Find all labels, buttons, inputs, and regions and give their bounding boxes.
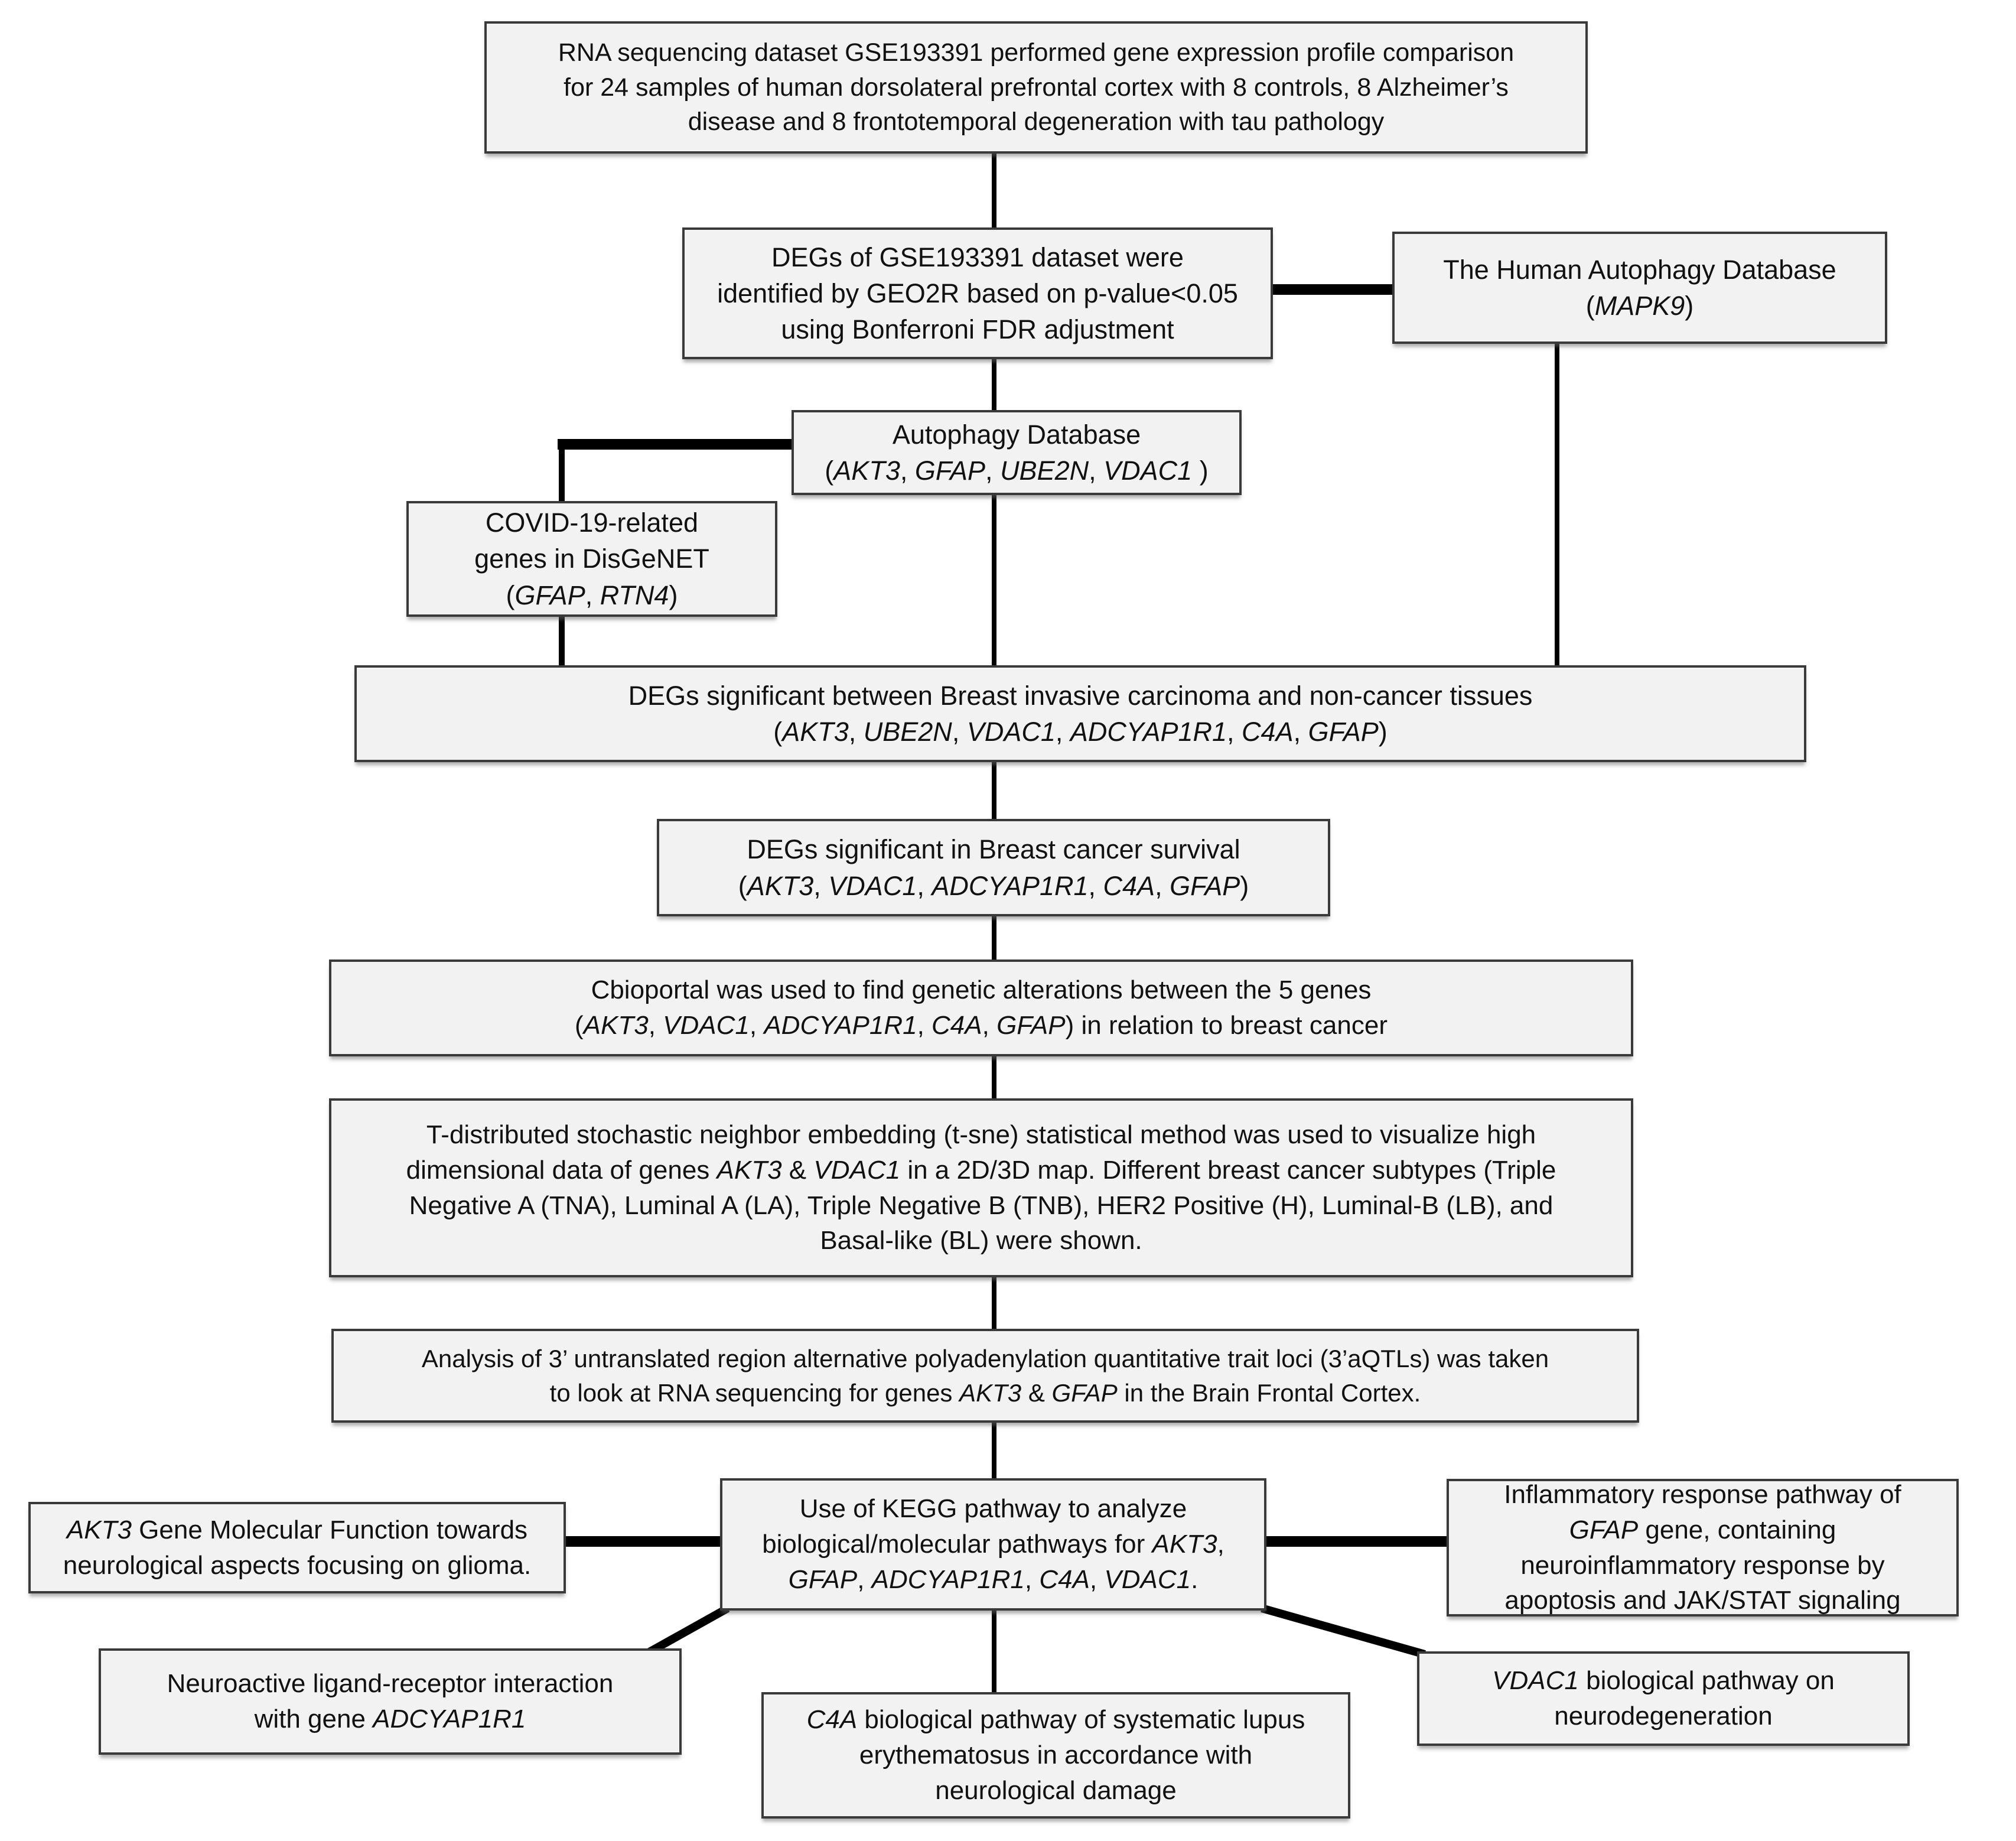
node-degs-breast-survival: DEGs significant in Breast cancer surviv…	[657, 819, 1330, 916]
node-rna-sequencing-dataset: RNA sequencing dataset GSE193391 perform…	[484, 21, 1588, 154]
node-degs-breast-carcinoma: DEGs significant between Breast invasive…	[354, 665, 1806, 762]
node-cbioportal: Cbioportal was used to find genetic alte…	[329, 959, 1633, 1056]
node-human-autophagy-database: The Human Autophagy Database(MAPK9)	[1392, 232, 1887, 344]
node-tsne-analysis: T-distributed stochastic neighbor embedd…	[329, 1098, 1633, 1277]
node-3aqtl-analysis: Analysis of 3’ untranslated region alter…	[331, 1329, 1639, 1423]
connector-kegg-to-neuroactive	[645, 1604, 730, 1657]
connector-kegg-to-vdac1	[1261, 1604, 1426, 1658]
node-c4a-lupus: C4A biological pathway of systematic lup…	[761, 1692, 1350, 1819]
node-autophagy-database: Autophagy Database(AKT3, GFAP, UBE2N, VD…	[792, 410, 1242, 495]
